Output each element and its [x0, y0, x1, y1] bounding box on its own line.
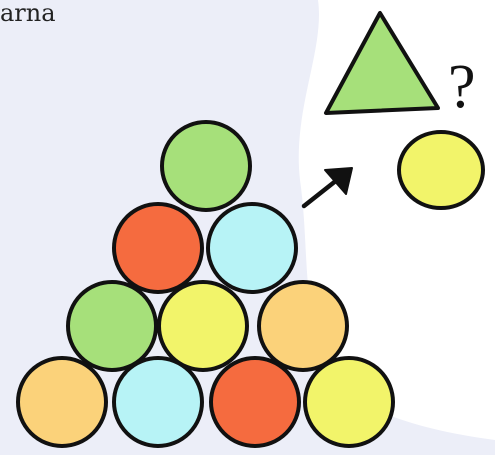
- pyramid-circle-peach: [257, 280, 349, 372]
- pyramid-circle-orange: [112, 202, 204, 294]
- pyramid-circle-yellow: [303, 356, 395, 448]
- pyramid-circle-green: [66, 280, 158, 372]
- pyramid-circle-peach: [16, 356, 108, 448]
- pyramid-circle-orange: [209, 356, 301, 448]
- caption-text: arna: [0, 0, 56, 27]
- question-mark: ?: [448, 53, 476, 121]
- triangle-shape: [324, 11, 440, 115]
- arrow-up-right-icon: [301, 167, 353, 209]
- pyramid-circle-yellow: [157, 280, 249, 372]
- small-yellow-circle: [397, 130, 485, 210]
- pyramid-circle-green: [160, 120, 252, 212]
- pyramid-circle-cyan: [206, 202, 298, 294]
- circle-pyramid: [16, 120, 395, 448]
- arrow-head: [324, 167, 353, 195]
- pyramid-circle-cyan: [112, 356, 204, 448]
